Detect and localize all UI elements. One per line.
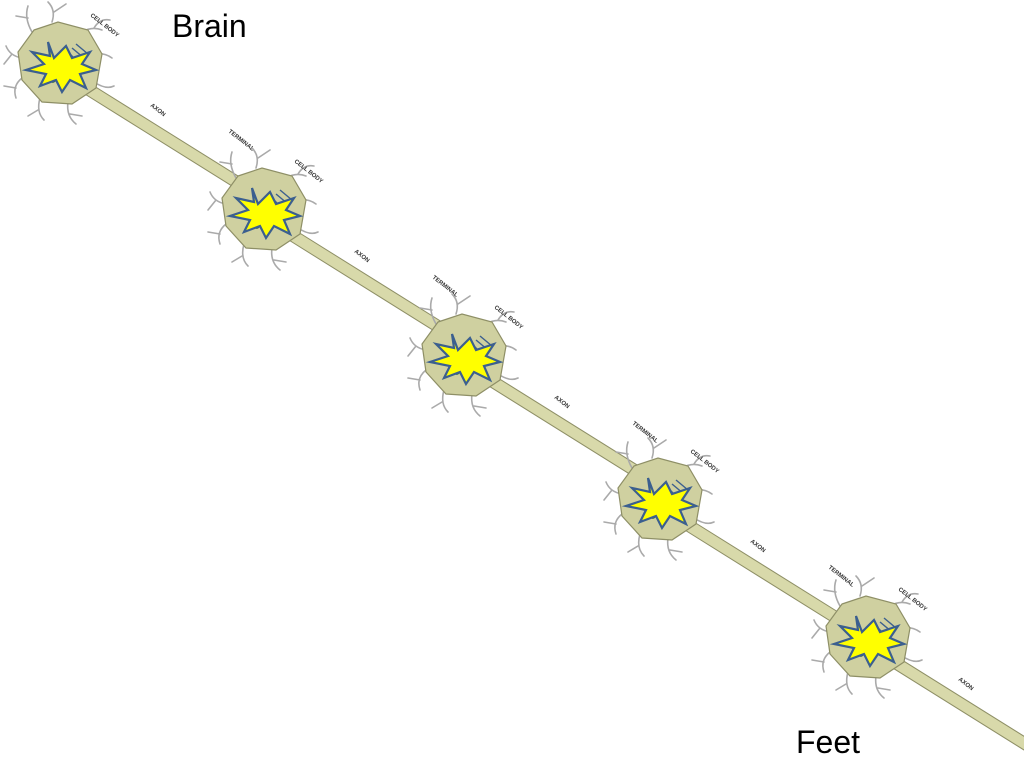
terminal-label: TERMINAL xyxy=(827,565,855,589)
feet-label: Feet xyxy=(796,724,861,760)
axon-label: AXON xyxy=(149,103,166,118)
cell-body-label: CELL BODY xyxy=(293,159,324,185)
brain-label: Brain xyxy=(172,8,247,44)
terminal-label: TERMINAL xyxy=(227,129,255,153)
axon-label: AXON xyxy=(957,677,974,692)
cell-body-label: CELL BODY xyxy=(89,13,120,39)
terminal-label: TERMINAL xyxy=(431,275,459,299)
terminal-label: TERMINAL xyxy=(631,421,659,445)
axon-label: AXON xyxy=(353,249,370,264)
cell-body-label: CELL BODY xyxy=(493,305,524,331)
cell-body-label: CELL BODY xyxy=(689,449,720,475)
cell-body-label: CELL BODY xyxy=(897,587,928,613)
axon-label: AXON xyxy=(749,539,766,554)
axon-label: AXON xyxy=(553,395,570,410)
